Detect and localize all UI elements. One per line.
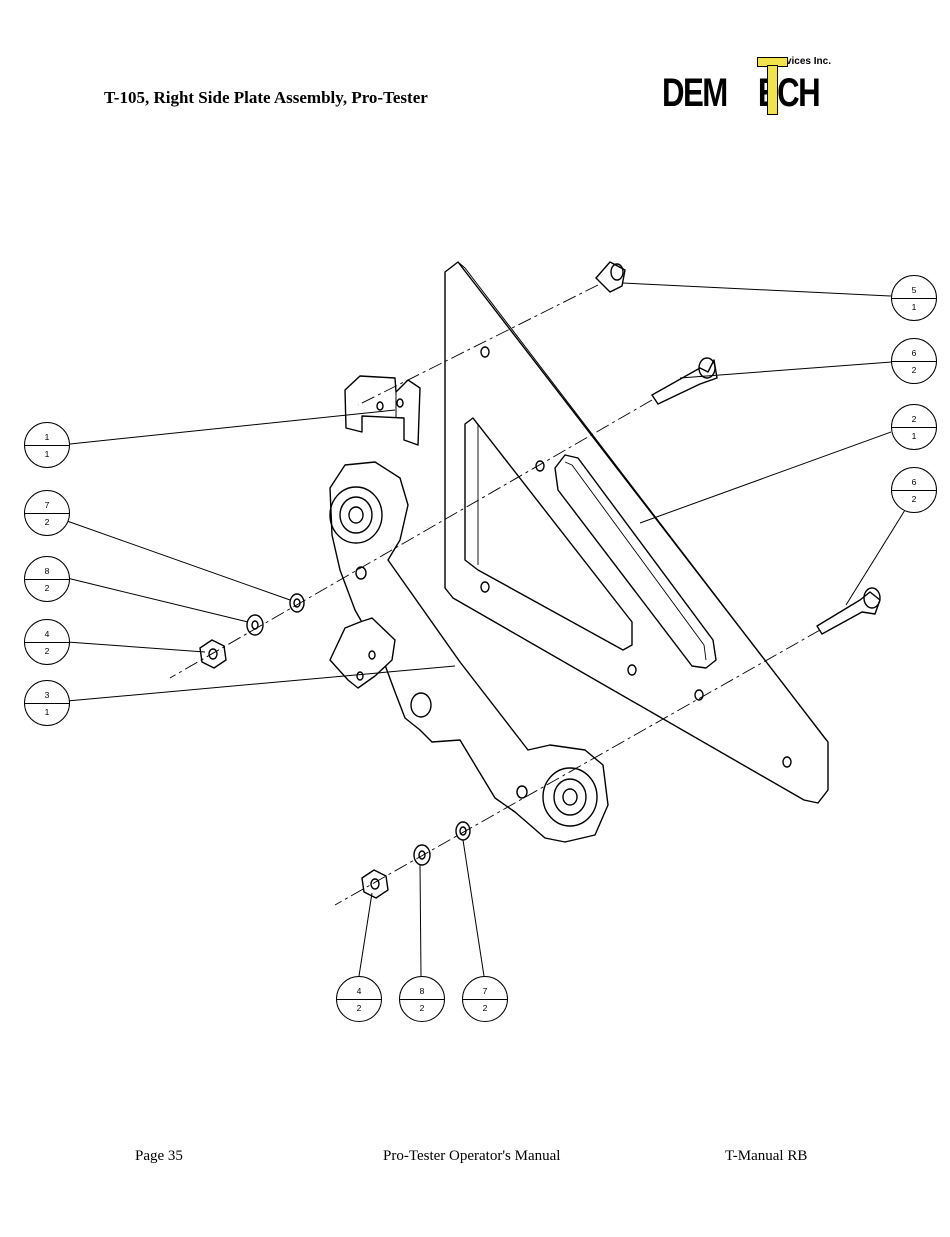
balloon-item-number: 3 xyxy=(25,690,69,700)
balloon-item-number: 7 xyxy=(463,986,507,996)
balloon-quantity: 2 xyxy=(25,583,69,593)
balloon-item-number: 2 xyxy=(892,414,936,424)
balloon-quantity: 2 xyxy=(25,517,69,527)
balloon-item-number: 6 xyxy=(892,348,936,358)
balloon-quantity: 2 xyxy=(337,1003,381,1013)
balloon-item-number: 8 xyxy=(400,986,444,996)
balloon-item-number: 7 xyxy=(25,500,69,510)
balloon-quantity: 2 xyxy=(400,1003,444,1013)
footer-page-number: Page 35 xyxy=(135,1148,183,1165)
balloon-quantity: 1 xyxy=(892,302,936,312)
balloon-item-number: 4 xyxy=(337,986,381,996)
footer-doc-id: T-Manual RB xyxy=(725,1148,807,1165)
balloon-quantity: 1 xyxy=(25,707,69,717)
balloon-quantity: 2 xyxy=(892,365,936,375)
footer-manual-title: Pro-Tester Operator's Manual xyxy=(383,1148,560,1165)
balloon-item-number: 6 xyxy=(892,477,936,487)
balloon-quantity: 2 xyxy=(25,646,69,656)
balloon-quantity: 1 xyxy=(25,449,69,459)
balloon-quantity: 2 xyxy=(463,1003,507,1013)
balloon-item-number: 1 xyxy=(25,432,69,442)
balloon-item-number: 4 xyxy=(25,629,69,639)
balloon-item-number: 5 xyxy=(892,285,936,295)
balloon-item-number: 8 xyxy=(25,566,69,576)
balloon-quantity: 2 xyxy=(892,494,936,504)
balloon-quantity: 1 xyxy=(892,431,936,441)
